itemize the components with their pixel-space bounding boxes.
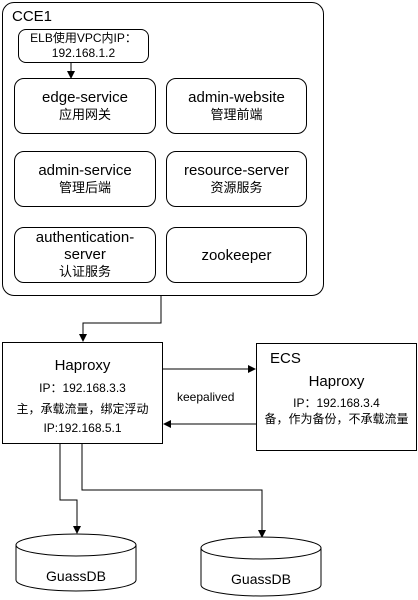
database-label-1: GuassDB (46, 568, 106, 584)
haproxy-primary-title: Haproxy (54, 357, 111, 374)
service-admin-website: admin-website 管理前端 (166, 78, 307, 134)
cce-to-haproxy-arrow (79, 296, 162, 342)
ecs-haproxy-ip: IP：192.168.3.4 (293, 396, 380, 410)
haproxy-to-db1-arrow (59, 444, 81, 534)
elb-ip: 192.168.1.2 (51, 46, 116, 60)
service-desc: 管理后端 (58, 179, 111, 195)
elb-label: ELB使用VPC内IP： (30, 31, 137, 45)
service-name: admin-service (38, 161, 132, 179)
service-name: edge-service (42, 88, 128, 106)
haproxy-primary-box: Haproxy IP：192.168.3.3 主，承载流量，绑定浮动 IP:19… (2, 342, 163, 444)
ecs-haproxy-title: Haproxy (308, 373, 365, 390)
ecs-haproxy-role: 备，作为备份，不承载流量 (264, 412, 409, 426)
haproxy-primary-vip: IP:192.168.5.1 (43, 421, 122, 435)
elb-node: ELB使用VPC内IP： 192.168.1.2 (18, 29, 149, 63)
service-resource-server: resource-server 资源服务 (166, 151, 307, 207)
database-label-2: GuassDB (231, 571, 291, 587)
service-edge-service: edge-service 应用网关 (14, 78, 156, 134)
service-name: authentication- (35, 229, 135, 246)
database-cylinder-1 (15, 533, 137, 592)
ecs-haproxy-box: ECS Haproxy IP：192.168.3.4 备，作为备份，不承载流量 (256, 343, 417, 451)
keepalived-label: keepalived (177, 390, 235, 404)
service-name: zookeeper (201, 246, 272, 264)
service-name-cont: server (64, 246, 106, 263)
service-desc: 应用网关 (58, 106, 111, 122)
service-desc: 管理前端 (210, 106, 263, 122)
service-name: admin-website (188, 88, 285, 106)
service-desc: 认证服务 (58, 264, 111, 279)
service-zookeeper: zookeeper (166, 227, 307, 283)
haproxy-primary-ip: IP：192.168.3.3 (39, 381, 126, 395)
cce-title: CCE1 (12, 8, 53, 25)
cce-cluster-container (2, 2, 324, 296)
service-authentication-server: authentication- server 认证服务 (14, 227, 156, 283)
haproxy-primary-role: 主，承载流量，绑定浮动 (16, 402, 149, 416)
service-desc: 资源服务 (210, 179, 263, 195)
database-cylinder-2 (200, 536, 322, 597)
haproxy-to-db2-arrow (81, 444, 266, 538)
ecs-label: ECS (270, 350, 301, 367)
service-admin-service: admin-service 管理后端 (14, 151, 156, 207)
service-name: resource-server (183, 161, 290, 179)
